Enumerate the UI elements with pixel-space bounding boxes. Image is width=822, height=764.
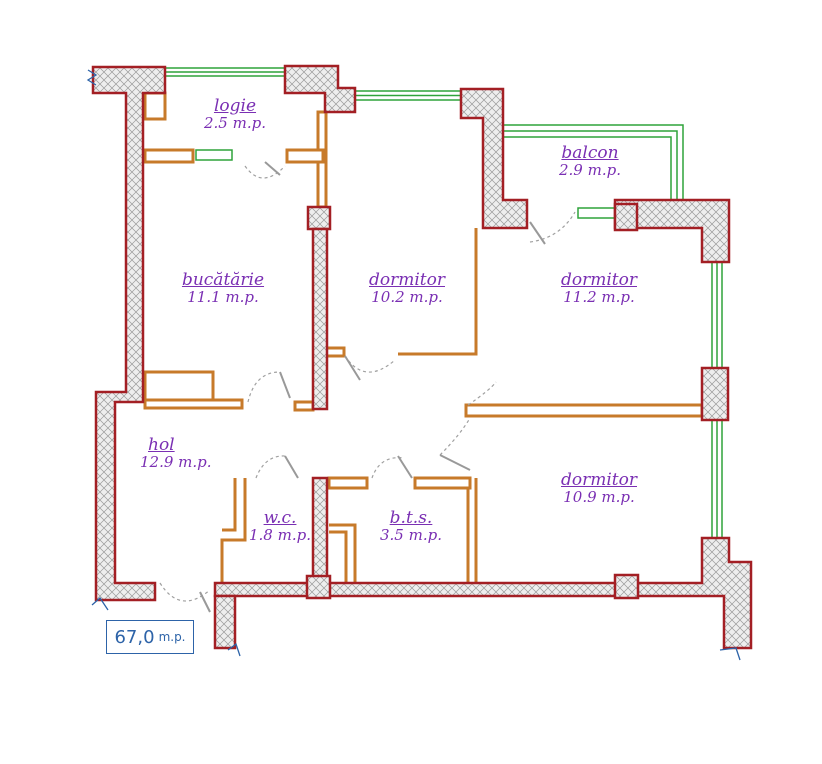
break-marks [86,69,741,661]
pillar-south-2 [613,573,640,600]
total-area-box: 67,0 m.p. [106,620,194,654]
interior-walls [143,91,704,583]
room-label-bts: b.t.s. 3.5 m.p. [366,508,456,544]
total-area-unit: m.p. [158,630,186,644]
room-area: 12.9 m.p. [140,452,212,471]
room-name: logie [213,96,257,116]
wall-north-logie [283,64,357,114]
room-area: 10.9 m.p. [563,487,635,506]
wall-northwest [91,65,167,602]
wall-north-bedroom [459,87,529,230]
pillar-wc-bts [311,476,329,585]
room-label-bucatarie: bucătărie 11.1 m.p. [168,270,278,306]
room-name: w.c. [263,508,297,528]
room-label-balcon: balcon 2.9 m.p. [545,143,635,179]
room-label-dormitor-3: dormitor 10.9 m.p. [544,470,654,506]
room-area: 1.8 m.p. [249,525,311,544]
pillar-kitchen [306,205,332,231]
room-label-wc: w.c. 1.8 m.p. [246,508,314,544]
room-name: bucătărie [181,270,265,290]
window-kitchen [195,149,233,161]
pillar-central [311,227,329,411]
pillar-south-1 [305,574,332,600]
room-name: hol [148,435,175,455]
wall-southwest [213,594,237,650]
room-label-dormitor-2: dormitor 11.2 m.p. [544,270,654,306]
room-area: 11.2 m.p. [563,287,635,306]
wall-southeast [213,536,753,650]
total-area-value: 67,0 [114,626,155,648]
window-balcon-door [577,207,616,219]
room-label-dormitor-1: dormitor 10.2 m.p. [352,270,462,306]
room-name: dormitor [561,270,637,290]
room-name: dormitor [561,470,637,490]
room-area: 2.9 m.p. [559,160,621,179]
room-name: balcon [561,143,619,163]
room-area: 11.1 m.p. [187,287,259,306]
room-area: 10.2 m.p. [371,287,443,306]
pillar-east [700,366,730,422]
room-name: b.t.s. [389,508,433,528]
pillar-balcon [613,202,639,232]
room-area: 2.5 m.p. [204,113,266,132]
exterior-walls [91,64,753,650]
room-name: dormitor [369,270,445,290]
window-balcon [503,124,684,200]
room-label-logie: logie 2.5 m.p. [190,96,280,132]
room-label-hol: hol 12.9 m.p. [140,435,230,471]
room-area: 3.5 m.p. [380,525,442,544]
door-leaves [199,161,546,613]
